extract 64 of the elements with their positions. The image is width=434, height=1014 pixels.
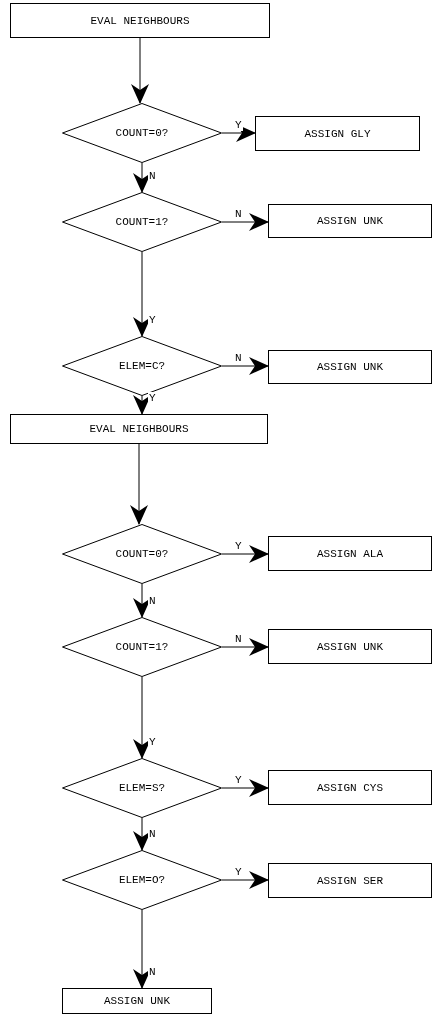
- edge-label: Y: [148, 736, 157, 748]
- arrow: [221, 871, 269, 889]
- node-text: ELEM=C?: [117, 359, 167, 373]
- edge-label: N: [234, 633, 243, 645]
- node-text: COUNT=0?: [114, 547, 170, 561]
- decision-diamond: [62, 103, 222, 163]
- arrow: [221, 124, 256, 142]
- arrow: [133, 162, 151, 193]
- node-text: EVAL NEIGHBOURS: [89, 13, 191, 28]
- process-box: [268, 770, 432, 805]
- arrow: [133, 909, 151, 989]
- node-text: ASSIGN ALA: [316, 546, 384, 561]
- arrow: [221, 357, 269, 375]
- decision-diamond: [62, 192, 222, 252]
- node-text: ELEM=O?: [117, 873, 167, 887]
- node-text: EVAL NEIGHBOURS: [88, 422, 190, 436]
- edge-label: Y: [234, 774, 243, 786]
- node-text: ASSIGN UNK: [316, 214, 384, 228]
- node-text: COUNT=1?: [114, 640, 170, 654]
- edge-label: N: [234, 208, 243, 220]
- arrow: [133, 395, 151, 415]
- arrow: [221, 545, 269, 563]
- decision-diamond: [62, 617, 222, 677]
- decision-diamond: [62, 336, 222, 396]
- arrow: [221, 779, 269, 797]
- process-box: [268, 350, 432, 384]
- arrow: [130, 443, 148, 525]
- node-text: COUNT=1?: [114, 215, 170, 229]
- edge-label: Y: [234, 866, 243, 878]
- edge-label: Y: [148, 314, 157, 326]
- edge-label: N: [234, 352, 243, 364]
- arrow: [133, 251, 151, 337]
- arrow: [131, 37, 149, 104]
- node-text: ASSIGN UNK: [316, 360, 384, 374]
- process-box: [10, 414, 268, 444]
- arrow: [221, 638, 269, 656]
- node-text: ASSIGN UNK: [103, 994, 171, 1008]
- node-text: ELEM=S?: [117, 781, 167, 795]
- node-text: ASSIGN SER: [316, 873, 384, 888]
- arrow: [133, 583, 151, 618]
- edge-label: Y: [234, 540, 243, 552]
- node-text: ASSIGN CYS: [316, 780, 384, 795]
- edge-label: N: [148, 595, 157, 607]
- process-box: [268, 204, 432, 238]
- node-text: ASSIGN UNK: [316, 639, 384, 654]
- process-box: [10, 3, 270, 38]
- arrow: [133, 817, 151, 851]
- edge-label: N: [148, 828, 157, 840]
- decision-diamond: [62, 524, 222, 584]
- process-box: [62, 988, 212, 1014]
- process-box: [268, 536, 432, 571]
- arrow: [221, 213, 269, 231]
- edge-label: Y: [234, 119, 243, 131]
- edge-label: N: [148, 966, 157, 978]
- arrow: [133, 676, 151, 759]
- decision-diamond: [62, 850, 222, 910]
- process-box: [268, 629, 432, 664]
- process-box: [255, 116, 420, 151]
- edge-label: Y: [148, 392, 157, 404]
- node-text: ASSIGN GLY: [303, 126, 372, 141]
- node-text: COUNT=0?: [114, 126, 170, 140]
- edge-label: N: [148, 170, 157, 182]
- decision-diamond: [62, 758, 222, 818]
- process-box: [268, 863, 432, 898]
